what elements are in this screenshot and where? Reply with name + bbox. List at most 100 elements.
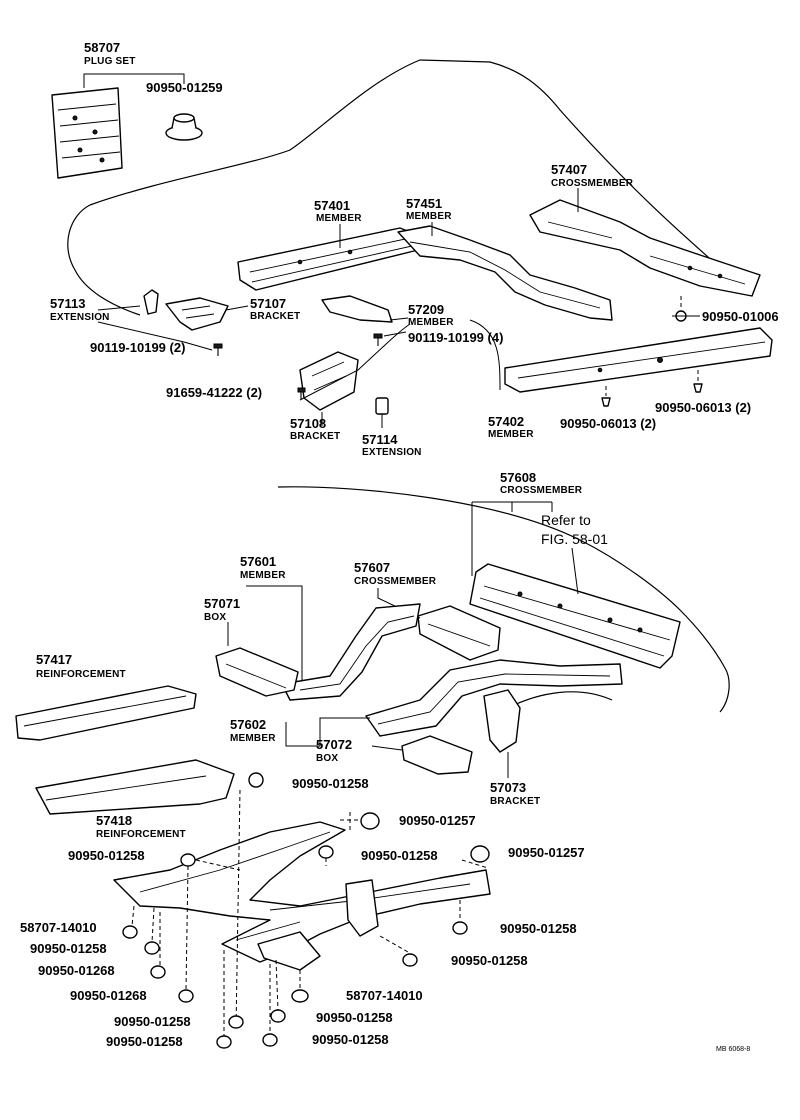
bracket-57108-name: BRACKET [290,431,340,442]
plug-90950-01268-a [150,965,166,979]
plug-90950-01258-e [144,941,160,955]
plug-90950-01006-label: 90950-01006 [702,309,779,324]
member-57401-part [237,227,421,291]
plug-90950-01258-b [180,853,196,867]
plug-90950-01258-f [402,953,418,967]
lower-frame-assembly [113,821,491,971]
crossmember-57607-part [417,605,501,661]
member-57602-number: 57602 [230,717,266,732]
crossmember-57607-name: CROSSMEMBER [354,576,437,587]
bolt-90119-10199-4-label: 90119-10199 (4) [408,330,503,345]
bracket-57107-number: 57107 [250,296,286,311]
member-57601-number: 57601 [240,554,276,569]
bracket-57073-name: BRACKET [490,796,540,807]
plug-90950-01257-b [470,845,490,863]
plug-01258-j-label: 90950-01258 [312,1032,389,1047]
plug-90950-01259 [165,113,203,141]
box-57072-number: 57072 [316,737,352,752]
plug-90950-06013-b-label: 90950-06013 (2) [655,400,751,415]
crossmember-57407-name: CROSSMEMBER [551,178,634,189]
plug-90950-06013-b [693,383,703,393]
plug-set-leader [83,73,185,88]
bolt-90119-10199-4 [373,333,383,346]
member-57402-part [504,327,773,393]
member-57451-name: MEMBER [406,211,452,222]
bracket-57108-part [299,351,359,411]
plug-01257-a-label: 90950-01257 [399,813,476,828]
plug-01268-b-label: 90950-01268 [70,988,147,1003]
bolt-90119-10199-2 [213,343,223,356]
reinforcement-57417-name: REINFORCEMENT [36,669,126,680]
member-57451-part [397,225,613,321]
extension-57114-part [375,397,389,415]
crossmember-57407-part [529,199,761,297]
plug-90950-01258-j [262,1033,278,1047]
plug-58707-14010-b [291,989,309,1003]
extension-57113-number: 57113 [50,296,85,311]
crossmember-57608-number: 57608 [500,470,536,485]
plug-90950-01258-g [228,1015,244,1029]
bracket-57108-number: 57108 [290,416,326,431]
plug-90950-01258-h [270,1009,286,1023]
car-body-outline-bottom [277,486,730,713]
box-57071-name: BOX [204,612,226,623]
member-57601-name: MEMBER [240,570,286,581]
crossmember-57607-number: 57607 [354,560,390,575]
crossmember-57608-part [469,563,681,669]
reinforcement-57417-part [15,685,197,741]
box-57071-part [215,647,299,697]
plug-01258-d-label: 90950-01258 [500,921,577,936]
bolt-91659-41222 [297,387,306,399]
member-57601-part [281,603,421,701]
plug-01258-a-label: 90950-01258 [292,776,369,791]
plug-01258-i-label: 90950-01258 [106,1034,183,1049]
plug-90950-06013-a [601,397,611,407]
reinforcement-57418-number: 57418 [96,813,132,828]
member-57209-name: MEMBER [408,317,454,328]
plug-01258-f-label: 90950-01258 [451,953,528,968]
refer-to-line2: FIG. 58-01 [541,531,608,547]
car-body-outline-top [67,59,749,316]
plug-90950-01258-c [318,845,334,859]
plug-90950-06013-a-label: 90950-06013 (2) [560,416,656,431]
member-57402-name: MEMBER [488,429,534,440]
bracket-57073-part [483,689,521,753]
reinforcement-57418-part [35,759,235,815]
member-57602-part [365,659,623,737]
reinforcement-57417-number: 57417 [36,652,72,667]
extension-57114-name: EXTENSION [362,447,422,458]
figure-code: MB 6068-8 [716,1046,750,1053]
plug-01258-e-label: 90950-01258 [30,941,107,956]
bolt-91659-41222-2-label: 91659-41222 (2) [166,385,262,400]
plug-01268-a-label: 90950-01268 [38,963,115,978]
plug-01257-b-label: 90950-01257 [508,845,585,860]
plug-set-name: PLUG SET [84,56,136,67]
plug-58707-14010-a-label: 58707-14010 [20,920,97,935]
plug-58707-14010-a [122,925,138,939]
crossmember-57608-name: CROSSMEMBER [500,485,583,496]
bracket-57073-number: 57073 [490,780,526,795]
member-57402-number: 57402 [488,414,524,429]
plug-01258-b-label: 90950-01258 [68,848,145,863]
reinforcement-57418-name: REINFORCEMENT [96,829,186,840]
member-57451-number: 57451 [406,196,442,211]
plug-90950-01259-label: 90950-01259 [146,80,223,95]
refer-to-line1: Refer to [541,512,591,528]
box-57072-part [401,735,473,775]
crossmember-57407-number: 57407 [551,162,587,177]
plug-01258-h-label: 90950-01258 [316,1010,393,1025]
plug-90950-01268-b [178,989,194,1003]
member-57401-number: 57401 [314,198,350,213]
plug-01258-g-label: 90950-01258 [114,1014,191,1029]
member-57209-part [321,295,393,323]
plug-90950-01258-a [248,772,264,788]
bracket-57107-name: BRACKET [250,311,300,322]
member-57209-number: 57209 [408,302,444,317]
plug-58707-14010-b-label: 58707-14010 [346,988,423,1003]
bracket-57107-part [165,297,229,331]
extension-57113-name: EXTENSION [50,312,110,323]
plug-set-card [51,87,123,179]
plug-90950-01258-d [452,921,468,935]
plug-01258-c-label: 90950-01258 [361,848,438,863]
extension-57113-part [143,289,159,315]
